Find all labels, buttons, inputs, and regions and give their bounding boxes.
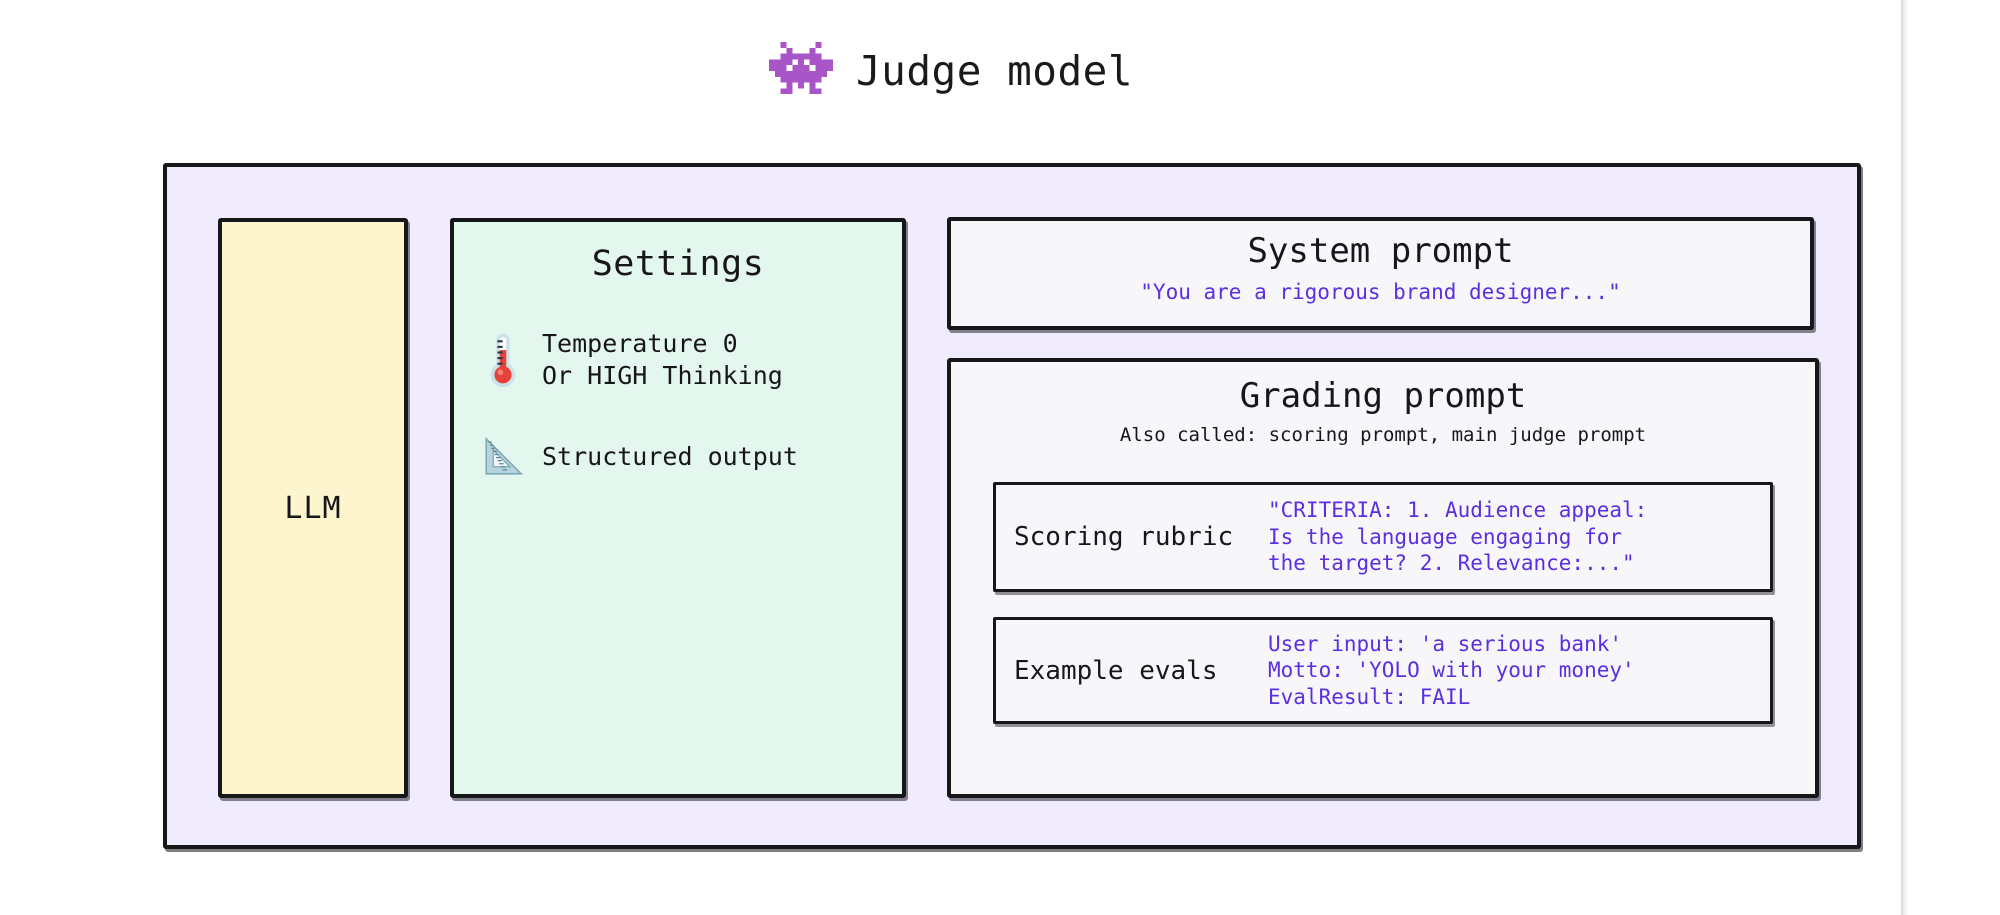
- setting-row-temperature[interactable]: Temperature 0 Or HIGH Thinking: [482, 328, 902, 392]
- llm-block[interactable]: LLM: [218, 218, 408, 798]
- scoring-rubric-value: "CRITERIA: 1. Audience appeal: Is the la…: [1268, 498, 1648, 576]
- setting-label-temperature: Temperature 0 Or HIGH Thinking: [542, 329, 783, 390]
- system-prompt-example: "You are a rigorous brand designer...": [1140, 280, 1621, 304]
- scoring-rubric-row[interactable]: Scoring rubric "CRITERIA: 1. Audience ap…: [993, 482, 1773, 592]
- page-header: Judge model: [0, 42, 1901, 100]
- thermometer-icon: [482, 332, 524, 388]
- setting-row-structured-output[interactable]: Structured output: [482, 432, 902, 482]
- judge-model-diagram: LLM Settings: [163, 163, 1861, 849]
- settings-row-list: Temperature 0 Or HIGH Thinking: [454, 328, 902, 482]
- triangular-ruler-icon: [482, 432, 524, 482]
- scoring-rubric-label: Scoring rubric: [1014, 522, 1234, 552]
- settings-block[interactable]: Settings: [450, 218, 906, 798]
- alien-monster-icon: [768, 42, 834, 100]
- system-prompt-title: System prompt: [1247, 231, 1514, 271]
- system-prompt-block[interactable]: System prompt "You are a rigorous brand …: [947, 217, 1814, 330]
- llm-label: LLM: [284, 490, 342, 526]
- setting-label-structured-output: Structured output: [542, 442, 798, 471]
- example-evals-row[interactable]: Example evals User input: 'a serious ban…: [993, 617, 1773, 724]
- example-evals-label: Example evals: [1014, 655, 1218, 686]
- grading-prompt-block[interactable]: Grading prompt Also called: scoring prom…: [947, 358, 1819, 798]
- settings-title: Settings: [591, 244, 765, 284]
- example-evals-value: User input: 'a serious bank' Motto: 'YOL…: [1268, 631, 1635, 709]
- page-outer-margin: [1909, 0, 2000, 915]
- page-right-edge-shadow: [1901, 0, 1909, 915]
- grading-prompt-title: Grading prompt: [1239, 376, 1527, 416]
- page-canvas: Judge model LLM Settings: [0, 42, 1901, 849]
- grading-prompt-subtitle: Also called: scoring prompt, main judge …: [1119, 424, 1647, 446]
- page-title: Judge model: [855, 47, 1134, 95]
